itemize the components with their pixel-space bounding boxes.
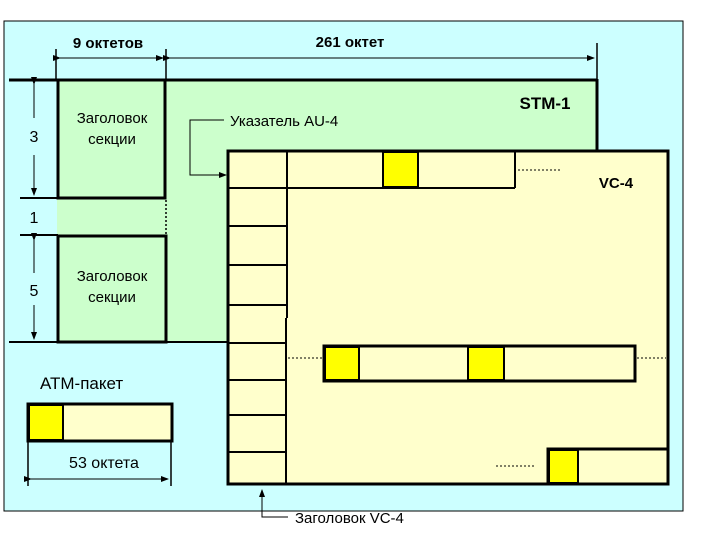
stm1-label: STM-1	[520, 94, 571, 113]
section-header-bottom-box	[56, 234, 168, 344]
section-header-top-box	[56, 78, 167, 200]
rows-upper-label: 3	[30, 129, 39, 146]
atm-length-label: 53 октета	[69, 455, 139, 472]
vc4-atm-header-4	[548, 449, 579, 484]
vc4-header-label: Заголовок VC-4	[295, 510, 404, 527]
section-header-top-line2: секции	[88, 131, 136, 148]
section-header-top-line1: Заголовок	[77, 110, 148, 127]
section-header-bottom-line2: секции	[88, 289, 136, 306]
vc4-atm-header-1	[382, 151, 419, 188]
rows-lower-label: 5	[30, 283, 39, 300]
vc4-container	[226, 149, 670, 486]
atm-packet-label: АТМ-пакет	[40, 374, 123, 393]
vc4-header-leader	[259, 489, 288, 518]
au4-pointer-label: Указатель AU-4	[230, 113, 338, 130]
vc4-poh-cells	[228, 187, 515, 453]
au4-pointer-leader	[189, 119, 227, 178]
vc4-atm-header-3	[467, 346, 505, 381]
vc4-atm-header-2	[324, 346, 360, 381]
atm-packet-header	[28, 404, 64, 441]
overhead-width-label: 9 октетов	[73, 35, 143, 52]
section-header-bottom-line1: Заголовок	[77, 268, 148, 285]
vc4-label: VC-4	[599, 175, 634, 192]
rows-pointer-label: 1	[30, 210, 39, 227]
payload-width-label: 261 октет	[316, 34, 385, 51]
